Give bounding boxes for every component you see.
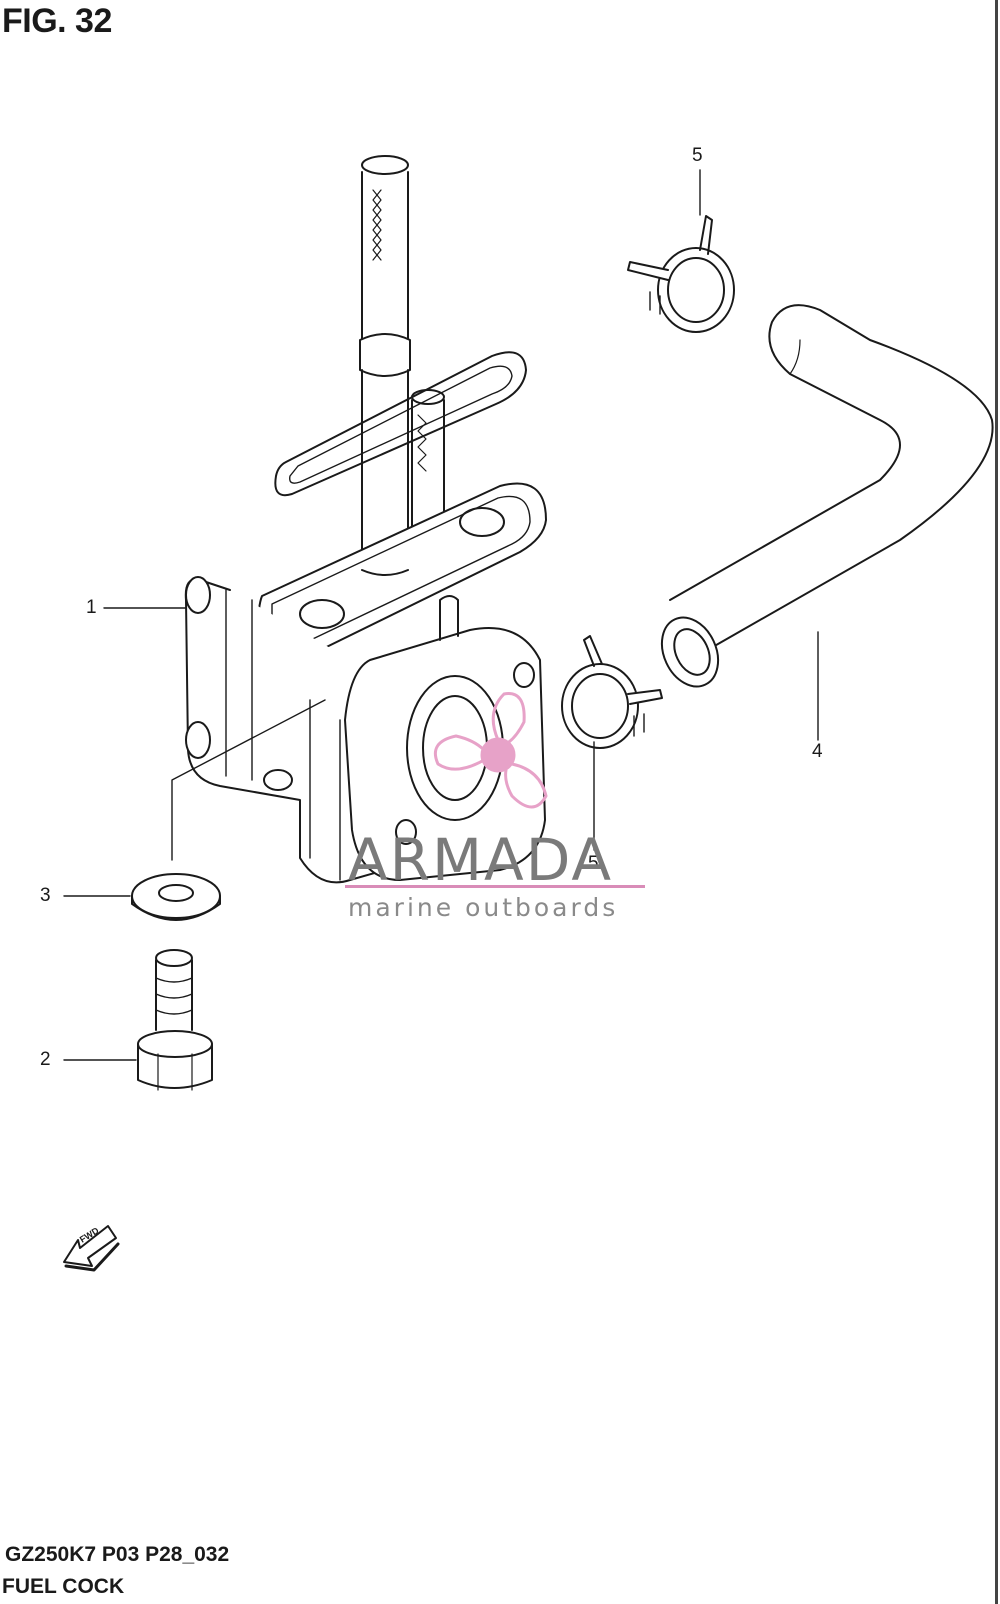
hose-clamp-top-part xyxy=(627,215,735,333)
washer-part xyxy=(131,873,221,921)
fwd-arrow-icon xyxy=(63,1225,120,1272)
hose-clamp-mid-part xyxy=(561,635,663,749)
callout-1: 1 xyxy=(86,597,97,618)
callout-3: 3 xyxy=(40,885,51,906)
watermark-divider xyxy=(345,885,645,888)
hose-part xyxy=(660,304,994,688)
diagram-caption: FUEL COCK xyxy=(2,1575,125,1598)
diagram-code: GZ250K7 P03 P28_032 xyxy=(5,1543,230,1566)
watermark-tagline: marine outboards xyxy=(348,893,619,922)
bolt-part xyxy=(137,949,213,1091)
callout-2: 2 xyxy=(40,1049,51,1070)
watermark-brand-name: ARMADA xyxy=(348,826,614,894)
callout-5-mid: 5 xyxy=(588,853,599,874)
fuel-cock-part xyxy=(171,155,547,884)
leader-lines xyxy=(63,169,819,1061)
figure-title: FIG. 32 xyxy=(2,2,112,40)
callout-4: 4 xyxy=(812,741,823,762)
watermark-propeller-logo xyxy=(433,692,548,809)
page-border xyxy=(995,0,998,1604)
callout-5-top: 5 xyxy=(692,145,703,166)
